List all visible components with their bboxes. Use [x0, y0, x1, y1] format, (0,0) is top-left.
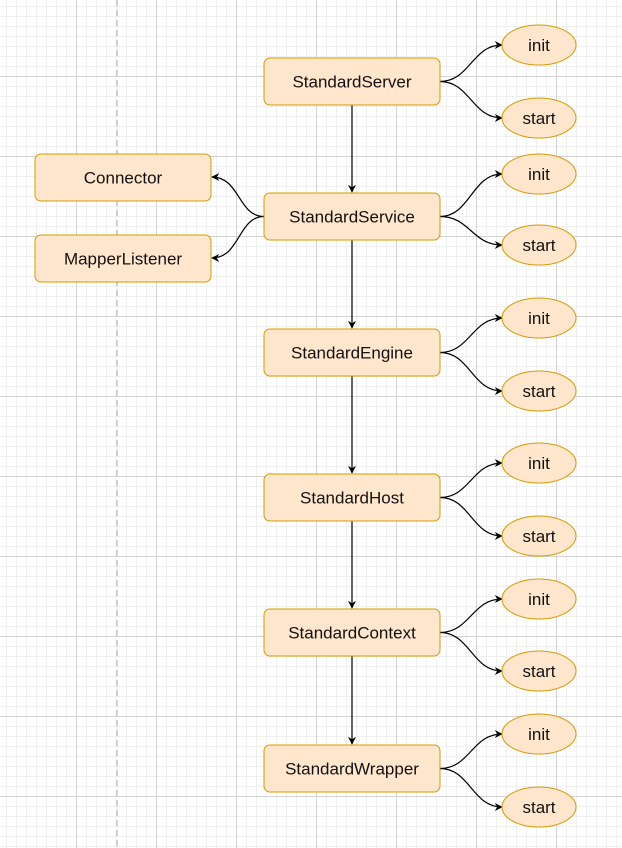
- node-label: StandardService: [289, 208, 415, 227]
- node-connector[interactable]: Connector: [34, 153, 212, 202]
- node-label: StandardWrapper: [285, 760, 419, 779]
- node-label: StandardContext: [288, 624, 416, 643]
- oval-label: start: [522, 527, 555, 546]
- node-mapper-listener[interactable]: MapperListener: [34, 234, 212, 283]
- oval-label: init: [528, 165, 550, 184]
- edge-context-to-init: [439, 595, 503, 634]
- edge-wrapper-to-start: [439, 767, 503, 811]
- edge-host-to-start: [439, 496, 503, 540]
- edge-service-to-init: [439, 170, 503, 218]
- edge-server-to-init: [439, 41, 503, 83]
- oval-label: start: [522, 236, 555, 255]
- edge-engine-to-init: [439, 314, 503, 354]
- edge-service-to-connector: [211, 173, 265, 218]
- node-standard-server[interactable]: StandardServer: [263, 57, 441, 106]
- oval-wrapper-start[interactable]: start: [501, 786, 577, 828]
- edge-host-to-init: [439, 459, 503, 499]
- oval-server-init[interactable]: init: [501, 24, 577, 66]
- oval-engine-init[interactable]: init: [501, 297, 577, 339]
- edge-context-to-start: [439, 631, 503, 675]
- oval-label: init: [528, 309, 550, 328]
- oval-label: init: [528, 454, 550, 473]
- oval-label: start: [522, 662, 555, 681]
- oval-label: init: [528, 590, 550, 609]
- edge-engine-to-start: [439, 351, 503, 395]
- edge-wrapper-to-init: [439, 730, 503, 770]
- oval-engine-start[interactable]: start: [501, 370, 577, 412]
- node-label: StandardHost: [300, 489, 404, 508]
- node-standard-context[interactable]: StandardContext: [263, 608, 441, 657]
- oval-label: start: [522, 798, 555, 817]
- oval-wrapper-init[interactable]: init: [501, 713, 577, 755]
- node-label: StandardEngine: [291, 344, 413, 363]
- oval-service-init[interactable]: init: [501, 153, 577, 195]
- oval-context-start[interactable]: start: [501, 650, 577, 692]
- oval-server-start[interactable]: start: [501, 97, 577, 139]
- oval-label: start: [522, 109, 555, 128]
- oval-label: start: [522, 382, 555, 401]
- oval-label: init: [528, 36, 550, 55]
- edge-server-to-start: [439, 80, 503, 122]
- edges: [211, 41, 503, 811]
- node-standard-service[interactable]: StandardService: [263, 192, 441, 241]
- oval-context-init[interactable]: init: [501, 578, 577, 620]
- oval-host-start[interactable]: start: [501, 515, 577, 557]
- node-standard-engine[interactable]: StandardEngine: [263, 328, 441, 377]
- node-standard-host[interactable]: StandardHost: [263, 473, 441, 522]
- oval-label: init: [528, 725, 550, 744]
- oval-service-start[interactable]: start: [501, 224, 577, 266]
- node-label: MapperListener: [64, 250, 182, 269]
- edge-service-to-mapperlistener: [211, 215, 265, 262]
- node-standard-wrapper[interactable]: StandardWrapper: [263, 744, 441, 793]
- node-label: StandardServer: [292, 73, 411, 92]
- oval-host-init[interactable]: init: [501, 442, 577, 484]
- node-label: Connector: [84, 169, 163, 188]
- edge-service-to-start: [439, 215, 503, 249]
